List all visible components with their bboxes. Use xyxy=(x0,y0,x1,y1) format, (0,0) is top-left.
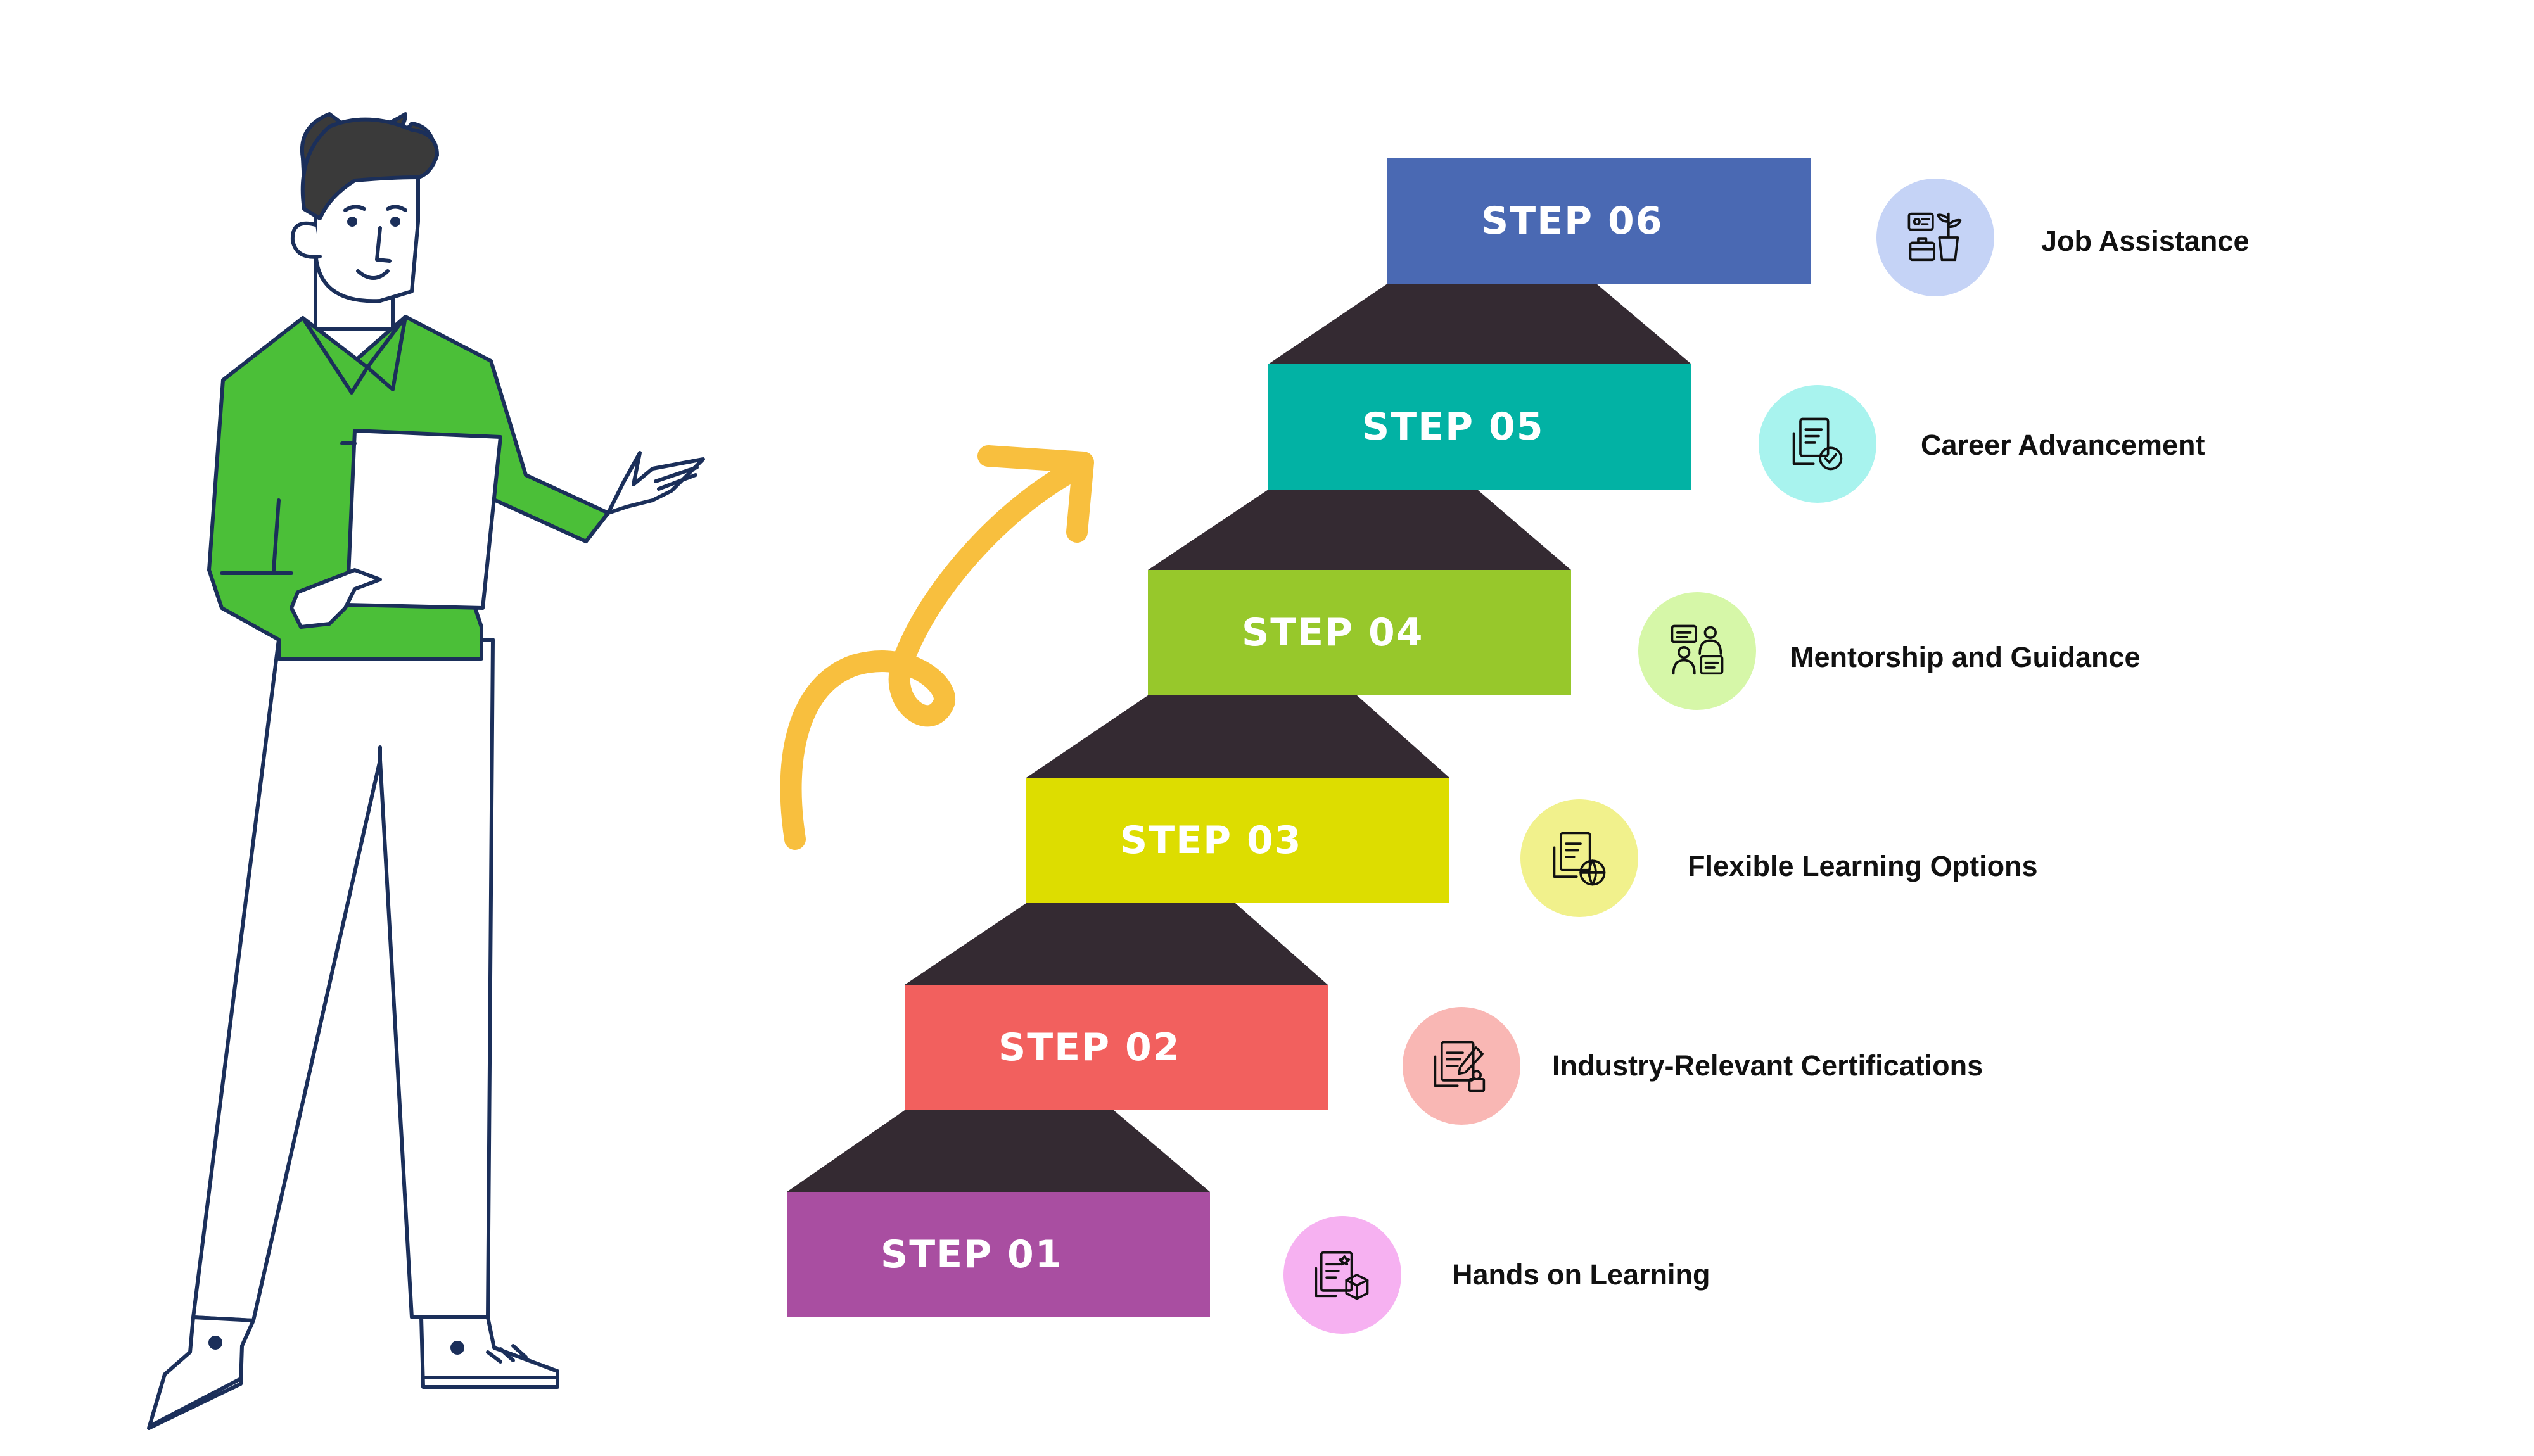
step-06-feature: Job Assistance xyxy=(2041,225,2250,257)
document-globe-icon xyxy=(1553,832,1606,886)
presenter-illustration xyxy=(147,112,705,1430)
step-03-badge xyxy=(1520,799,1638,917)
step-06-badge xyxy=(1876,179,1994,296)
step-04-badge xyxy=(1638,592,1756,710)
step-01-badge xyxy=(1283,1216,1401,1334)
step-01-bar: STEP 01 xyxy=(787,1192,1210,1317)
stair-connector-2 xyxy=(905,903,1328,985)
step-06-label: STEP 06 xyxy=(1481,199,1664,243)
certification-edit-icon xyxy=(1434,1041,1486,1092)
step-02-label: STEP 02 xyxy=(998,1025,1181,1070)
job-assistance-icon xyxy=(1907,212,1962,262)
step-04-label: STEP 04 xyxy=(1242,611,1424,655)
step-03-bar: STEP 03 xyxy=(1026,778,1449,903)
step-02-feature: Industry-Relevant Certifications xyxy=(1552,1049,1983,1082)
step-05-bar: STEP 05 xyxy=(1268,364,1691,490)
step-04-bar: STEP 04 xyxy=(1148,570,1571,695)
stair-connector-1 xyxy=(787,1110,1210,1192)
stair-connector-4 xyxy=(1148,490,1571,570)
upward-curved-arrow xyxy=(780,445,1094,850)
step-03-label: STEP 03 xyxy=(1120,818,1302,863)
step-02-bar: STEP 02 xyxy=(905,985,1328,1110)
step-06-bar: STEP 06 xyxy=(1387,158,1811,284)
step-02-badge xyxy=(1403,1007,1520,1125)
step-04-feature: Mentorship and Guidance xyxy=(1790,641,2141,673)
step-05-label: STEP 05 xyxy=(1362,405,1544,449)
certificate-box-icon xyxy=(1315,1251,1369,1300)
stair-connector-5 xyxy=(1268,284,1691,364)
step-05-feature: Career Advancement xyxy=(1921,429,2205,461)
stair-connector-3 xyxy=(1026,695,1449,778)
step-05-badge xyxy=(1759,385,1876,503)
document-check-icon xyxy=(1792,417,1843,471)
step-01-label: STEP 01 xyxy=(881,1232,1063,1277)
step-03-feature: Flexible Learning Options xyxy=(1688,850,2038,882)
mentorship-chat-icon xyxy=(1671,624,1724,675)
step-01-feature: Hands on Learning xyxy=(1452,1258,1710,1291)
